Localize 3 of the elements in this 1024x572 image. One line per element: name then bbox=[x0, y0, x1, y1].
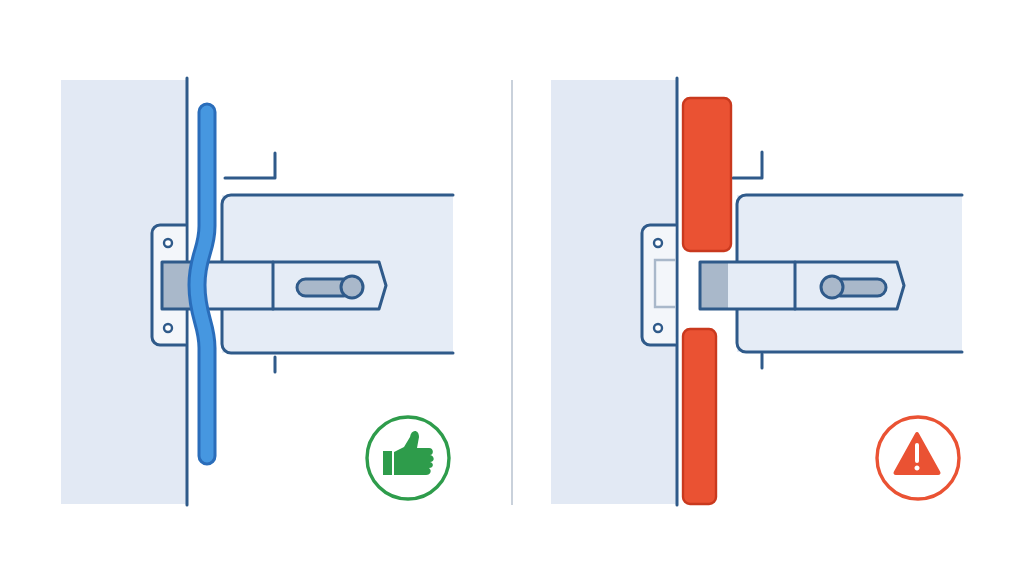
seal-strip bbox=[187, 102, 217, 466]
seal-block bbox=[681, 327, 718, 506]
seal-block bbox=[681, 96, 733, 253]
